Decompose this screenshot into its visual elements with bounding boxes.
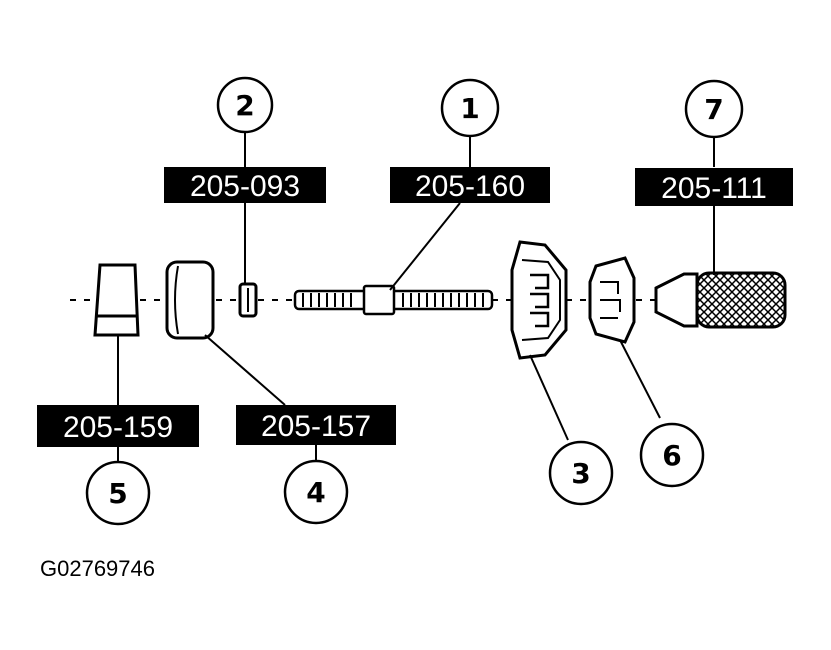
svg-text:2: 2 bbox=[235, 89, 254, 122]
callout-6: 6 bbox=[639, 422, 705, 488]
callout-2: 2 bbox=[216, 76, 274, 134]
leader-lines bbox=[117, 131, 715, 462]
svg-text:205-093: 205-093 bbox=[190, 170, 300, 203]
svg-text:7: 7 bbox=[704, 93, 723, 126]
svg-text:3: 3 bbox=[571, 457, 590, 490]
callout-4: 4 bbox=[283, 459, 349, 525]
svg-text:4: 4 bbox=[306, 476, 325, 509]
svg-text:5: 5 bbox=[108, 477, 127, 510]
svg-text:205-111: 205-111 bbox=[661, 172, 767, 205]
figure-id: G02769746 bbox=[40, 556, 155, 581]
part-6-nut bbox=[588, 256, 636, 344]
svg-text:205-159: 205-159 bbox=[63, 411, 173, 444]
part-1-stud bbox=[293, 284, 494, 316]
part-4-bushing bbox=[165, 260, 215, 340]
callout-1: 1 bbox=[440, 78, 500, 138]
svg-text:205-160: 205-160 bbox=[415, 170, 525, 203]
callout-7: 7 bbox=[684, 79, 744, 139]
label-205-111: 205-111 bbox=[635, 168, 793, 206]
callout-5: 5 bbox=[85, 460, 151, 526]
svg-text:205-157: 205-157 bbox=[261, 410, 371, 443]
label-205-157: 205-157 bbox=[236, 405, 396, 445]
part-7-handle bbox=[654, 271, 787, 329]
label-205-160: 205-160 bbox=[390, 167, 550, 203]
svg-text:1: 1 bbox=[460, 92, 479, 125]
part-3-nut bbox=[510, 240, 568, 360]
part-5-sleeve bbox=[93, 263, 140, 337]
label-205-093: 205-093 bbox=[164, 167, 326, 203]
callout-3: 3 bbox=[548, 440, 614, 506]
part-2-ring bbox=[238, 282, 258, 318]
svg-text:6: 6 bbox=[662, 439, 681, 472]
label-205-159: 205-159 bbox=[37, 405, 199, 447]
